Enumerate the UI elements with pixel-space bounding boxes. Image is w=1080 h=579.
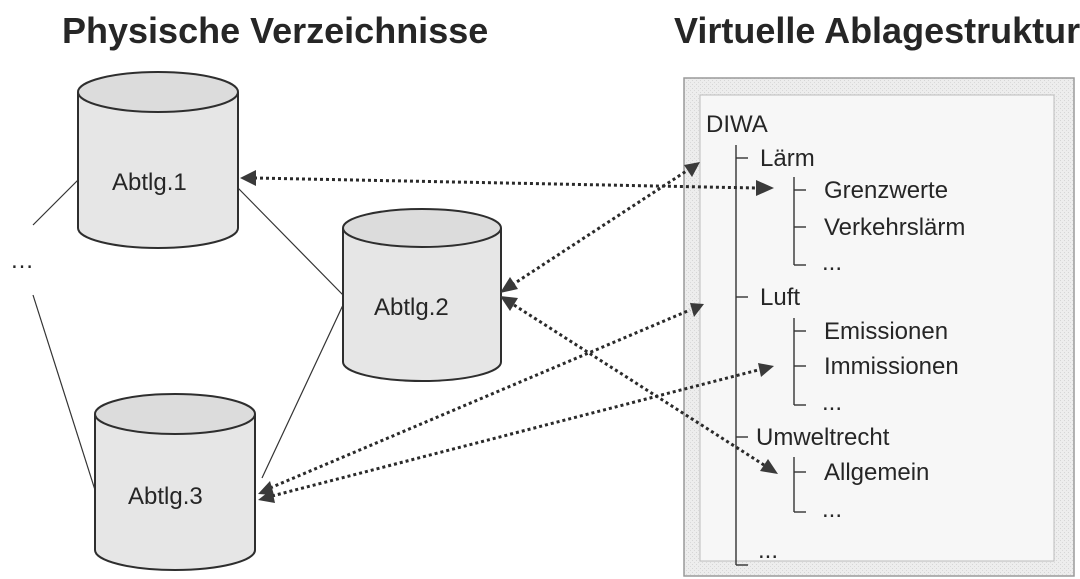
database-abtlg-2: Abtlg.2	[342, 208, 502, 382]
arrow-abtlg1-grenzwerte	[253, 176, 757, 190]
tree-node-laerm: Lärm	[760, 145, 815, 172]
virtual-structure-panel	[683, 77, 1075, 577]
arrowhead-icon	[500, 296, 518, 311]
database-label: Abtlg.3	[128, 483, 203, 510]
arrow-abtlg2-allgemein	[513, 303, 765, 467]
arrowhead-icon	[756, 180, 774, 196]
tree-node-immissionen: Immissionen	[824, 353, 959, 380]
arrowhead-icon	[684, 162, 700, 177]
arrowhead-icon	[240, 170, 256, 186]
database-label: Abtlg.1	[112, 169, 187, 196]
database-abtlg-3: Abtlg.3	[94, 393, 256, 571]
database-label: Abtlg.2	[374, 294, 449, 321]
tree-lines	[735, 145, 806, 566]
arrowhead-icon	[258, 489, 275, 503]
tree-node-umweltrecht: Umweltrecht	[756, 424, 890, 451]
arrowhead-icon	[760, 459, 778, 474]
tree-node-luft: Luft	[760, 284, 800, 311]
more-databases-ellipsis: …	[10, 247, 34, 274]
tree-node-diwa: DIWA	[706, 111, 768, 138]
tree-node-umweltrecht-more: ...	[822, 496, 842, 523]
arrow-abtlg2-laerm	[511, 168, 689, 287]
mapping-arrows	[240, 162, 778, 503]
arrowhead-icon	[690, 303, 704, 317]
tree-node-luft-more: ...	[822, 389, 842, 416]
heading-virtual-structure: Virtuelle Ablagestruktur	[674, 10, 1080, 51]
database-abtlg-1: Abtlg.1	[77, 71, 239, 249]
arrowhead-icon	[758, 363, 774, 377]
tree-node-laerm-more: ...	[822, 249, 842, 276]
cylinder-connector-lines	[32, 177, 344, 491]
tree-node-allgemein: Allgemein	[824, 459, 929, 486]
tree-node-root-more: ...	[758, 537, 778, 564]
tree-node-grenzwerte: Grenzwerte	[824, 177, 948, 204]
tree-node-verkehrslaerm: Verkehrslärm	[824, 214, 965, 241]
tree-node-emissionen: Emissionen	[824, 318, 948, 345]
heading-physical-directories: Physische Verzeichnisse	[62, 10, 488, 51]
arrow-abtlg3-luft	[269, 308, 691, 490]
arrowhead-icon	[500, 277, 518, 293]
